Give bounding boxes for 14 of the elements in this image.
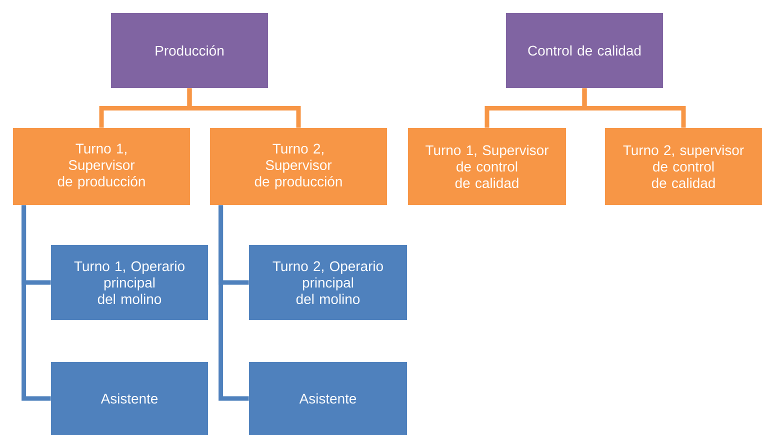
connector <box>187 88 301 128</box>
supervisor-box: Turno 2, Supervisor de producción <box>210 128 387 205</box>
supervisor-box: Turno 2, supervisor de control de calidad <box>605 128 762 205</box>
staff-box: Asistente <box>51 362 208 435</box>
staff-box: Asistente <box>249 362 407 435</box>
connector <box>582 88 686 128</box>
supervisor-box: Turno 1, Supervisor de control de calidad <box>408 128 566 205</box>
department-box: Control de calidad <box>506 13 663 88</box>
supervisor-box: Turno 1, Supervisor de producción <box>13 128 190 205</box>
staff-box: Turno 1, Operario principal del molino <box>51 245 208 320</box>
department-box: Producción <box>111 13 268 88</box>
connector <box>218 205 249 401</box>
staff-box: Turno 2, Operario principal del molino <box>249 245 407 320</box>
connector <box>22 205 51 401</box>
